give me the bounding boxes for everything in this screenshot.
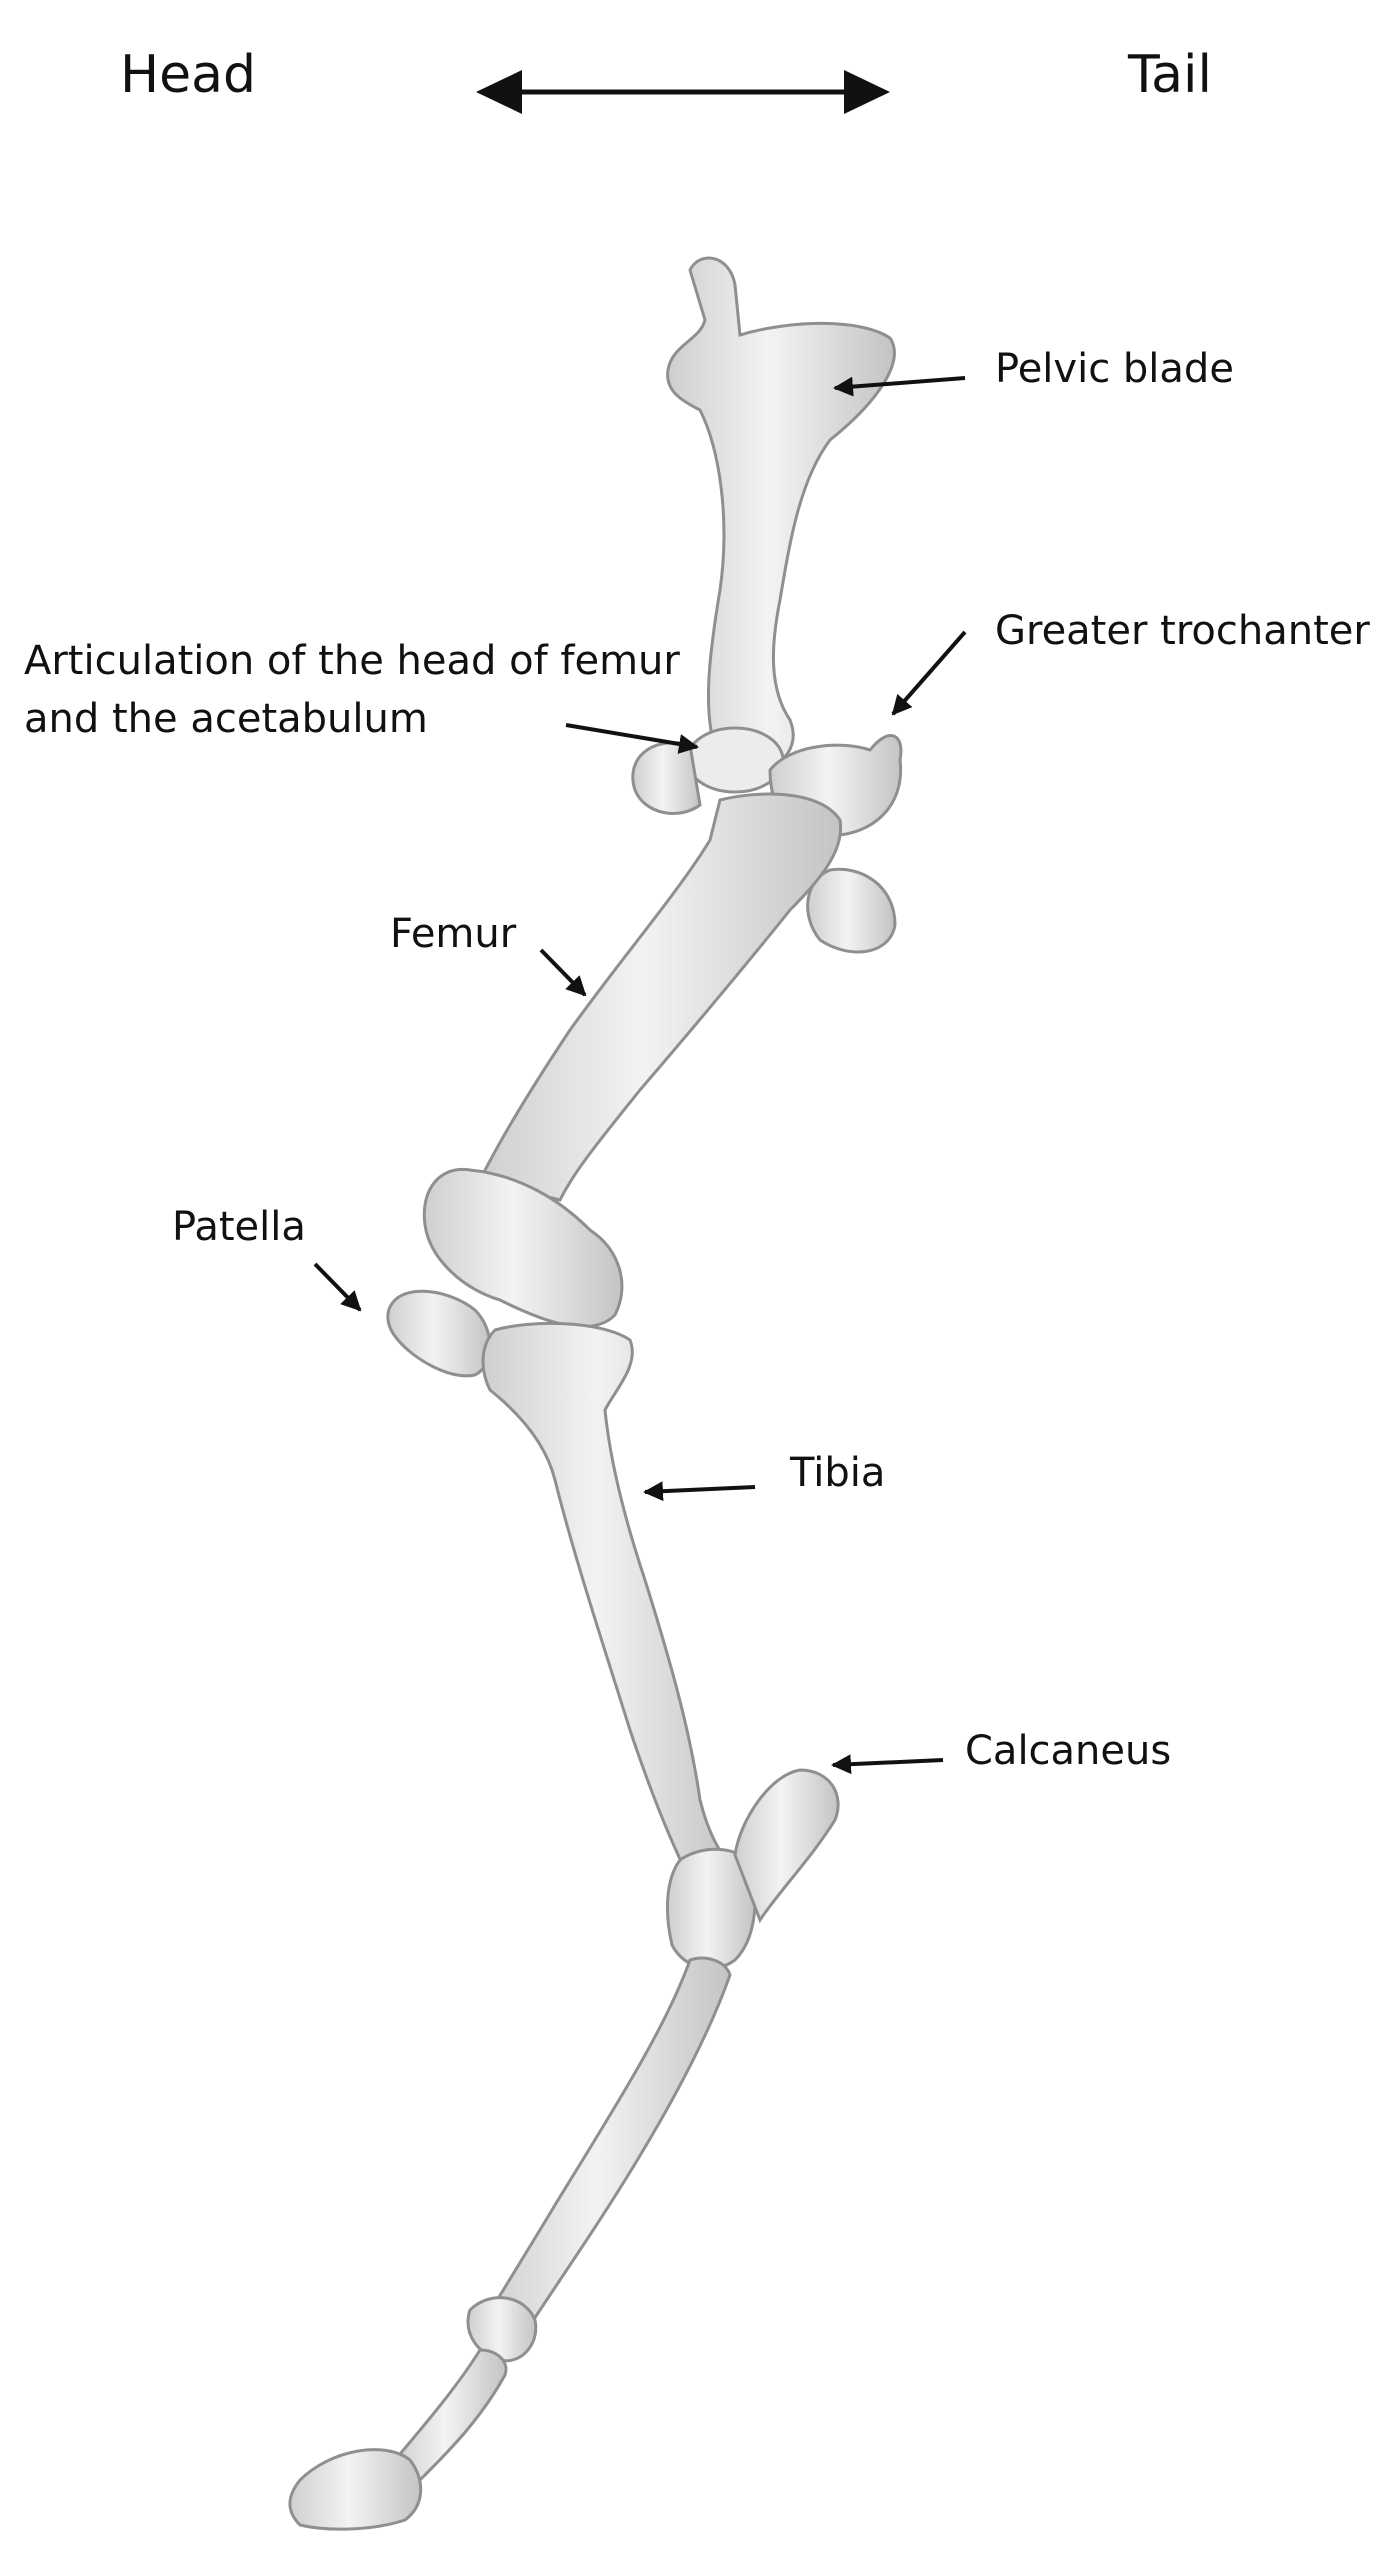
- greater-trochanter-label: Greater trochanter: [995, 608, 1370, 654]
- calcaneus-arrow: [831, 1754, 944, 1775]
- pelvic-blade-label: Pelvic blade: [995, 346, 1234, 392]
- tibia-label: Tibia: [790, 1450, 886, 1496]
- patella-bone: [386, 1289, 492, 1378]
- leader-arrows: [313, 376, 967, 1775]
- femur-arrow: [539, 948, 587, 997]
- patella-arrow: [313, 1262, 362, 1312]
- articulation-arrow: [565, 723, 699, 754]
- metatarsal-bone: [482, 1956, 732, 2342]
- femur-label: Femur: [390, 911, 517, 957]
- bone-group: [288, 256, 903, 2531]
- fetlock-bone: [466, 2296, 538, 2363]
- head-direction-label: Head: [120, 45, 256, 105]
- femur-bone: [477, 792, 843, 1202]
- hoof-bone: [288, 2448, 423, 2531]
- tibia-bone: [481, 1321, 738, 1882]
- tail-direction-label: Tail: [1128, 45, 1212, 105]
- ischium-left: [631, 741, 702, 815]
- direction-arrow: [476, 70, 890, 114]
- calcaneus-bone: [733, 1768, 840, 1924]
- pelvic-blade-arrow: [833, 376, 966, 397]
- articulation-label: Articulation of the head of femur and th…: [24, 638, 680, 742]
- calcaneus-label: Calcaneus: [965, 1728, 1172, 1774]
- ischium-right: [806, 867, 897, 954]
- pastern-bone: [392, 2348, 508, 2483]
- tibia-arrow: [643, 1481, 756, 1502]
- greater-trochanter-arrow: [891, 630, 967, 716]
- patella-label: Patella: [172, 1204, 306, 1250]
